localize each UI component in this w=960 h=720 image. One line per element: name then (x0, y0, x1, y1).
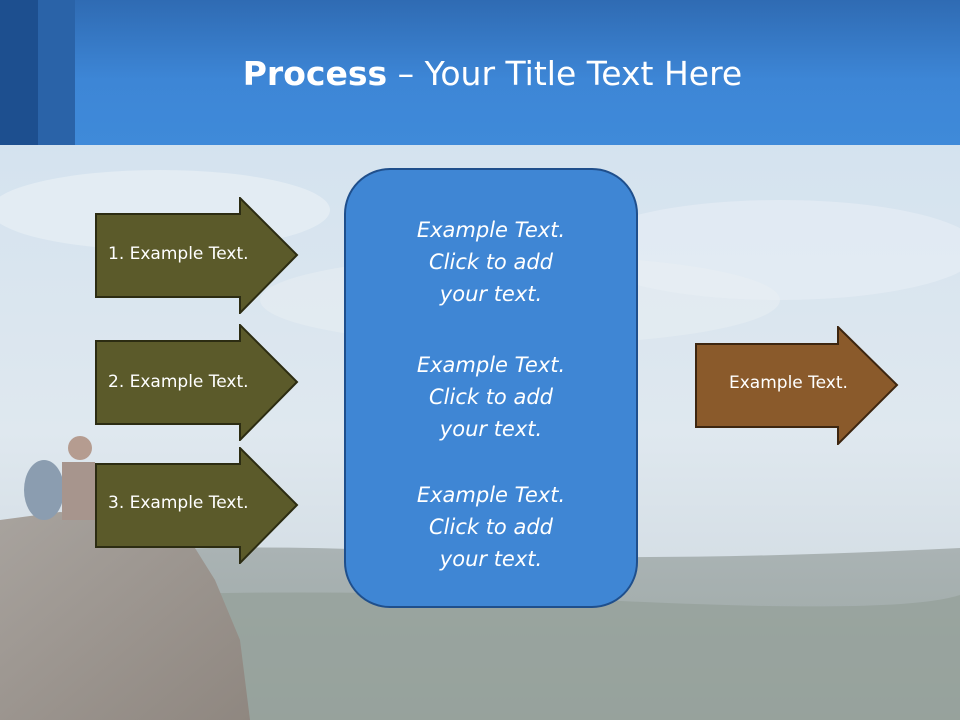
left-arrow-1[interactable]: 1. Example Text. (95, 197, 300, 314)
center-block-3-line-3: your text. (439, 547, 543, 571)
title-bold: Process (242, 54, 388, 93)
center-block-3-line-2: Click to add (428, 515, 553, 539)
right-arrow-label: Example Text. (729, 373, 848, 393)
left-arrow-1-label: 1. Example Text. (108, 244, 249, 264)
header-accent-stripe (0, 0, 38, 145)
left-arrow-3-label: 3. Example Text. (108, 493, 249, 513)
left-arrow-2[interactable]: 2. Example Text. (95, 324, 300, 441)
left-arrow-2-label: 2. Example Text. (108, 372, 249, 392)
center-block-3-line-1: Example Text. (416, 483, 566, 507)
center-content-box[interactable]: Example Text. Click to add your text. Ex… (344, 168, 638, 608)
center-text-block-3: Example Text. Click to add your text. (346, 479, 636, 575)
arrow-shape (695, 326, 899, 445)
center-block-1-line-1: Example Text. (416, 218, 566, 242)
center-block-1-line-2: Click to add (428, 250, 553, 274)
center-block-2-line-3: your text. (439, 417, 543, 441)
slide-title[interactable]: Process – Your Title Text Here (0, 50, 960, 98)
arrow-shape (95, 447, 299, 564)
left-arrow-3[interactable]: 3. Example Text. (95, 447, 300, 564)
center-text-block-1: Example Text. Click to add your text. (346, 214, 636, 310)
header-band: Process – Your Title Text Here (0, 0, 960, 145)
arrow-shape (95, 197, 299, 314)
header-accent-stripe-secondary (38, 0, 75, 145)
title-rest: – Your Title Text Here (387, 54, 743, 93)
center-text-block-2: Example Text. Click to add your text. (346, 349, 636, 445)
center-block-2-line-1: Example Text. (416, 353, 566, 377)
arrow-shape (95, 324, 299, 441)
right-arrow[interactable]: Example Text. (695, 326, 900, 445)
center-block-2-line-2: Click to add (428, 385, 553, 409)
center-block-1-line-3: your text. (439, 282, 543, 306)
